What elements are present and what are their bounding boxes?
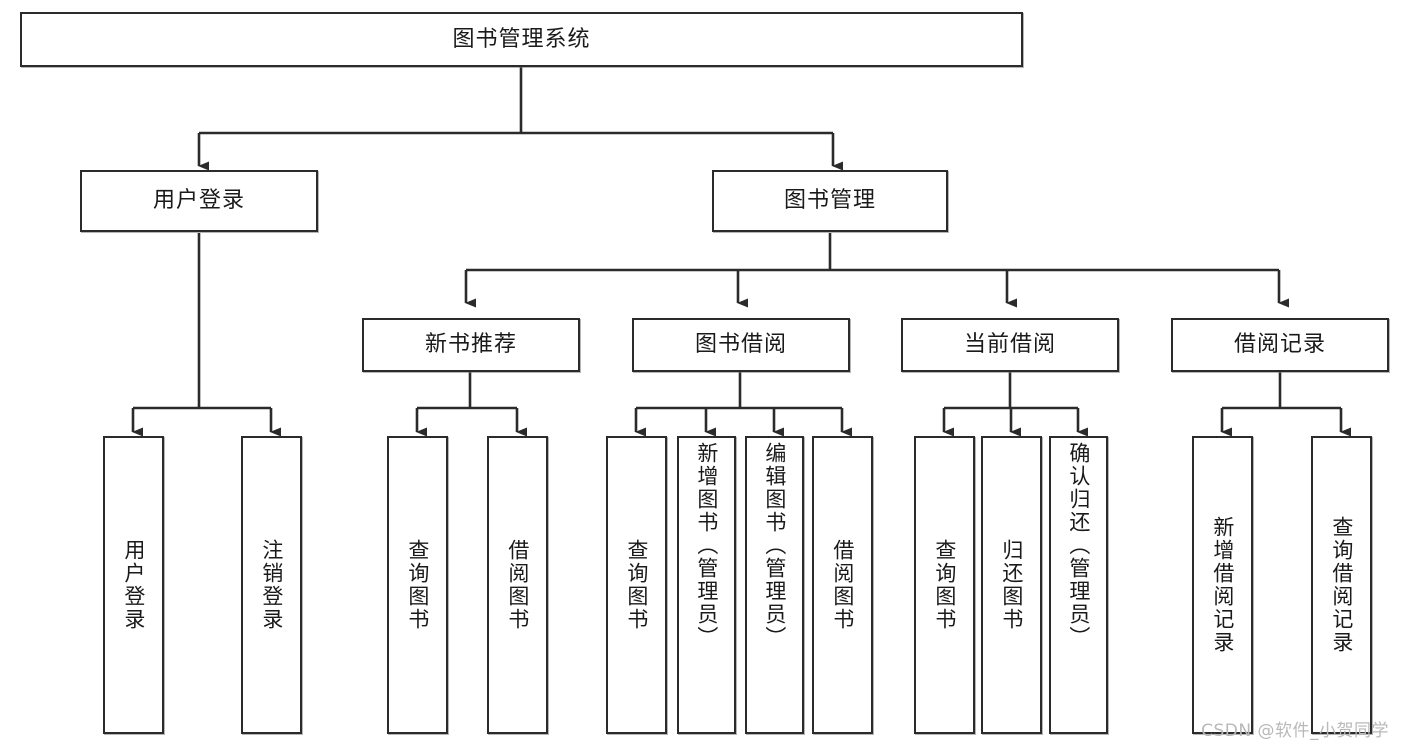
leaf-node-query-borrow-record[interactable]: 查询借阅记录 — [1311, 436, 1372, 734]
node-label: 图书管理 — [783, 188, 876, 213]
node-label: 用户登录 — [121, 539, 146, 631]
node-label: 查询借阅记录 — [1329, 516, 1354, 654]
node-label: 借阅图书 — [830, 539, 855, 631]
leaf-node-logout-login[interactable]: 注销登录 — [241, 436, 302, 734]
node-label: 用户登录 — [152, 188, 245, 213]
node-borrow-record[interactable]: 借阅记录 — [1171, 318, 1389, 372]
leaf-node-add-book-admin[interactable]: 新增图书（管理员） — [677, 436, 736, 734]
leaf-node-query-book-borrow[interactable]: 查询图书 — [606, 436, 667, 734]
node-label: 新书推荐 — [424, 332, 517, 357]
leaf-node-add-borrow-record[interactable]: 新增借阅记录 — [1192, 436, 1253, 734]
node-new-book-recommend[interactable]: 新书推荐 — [362, 318, 580, 372]
node-label: 借阅记录 — [1233, 332, 1326, 357]
node-label: 查询图书 — [624, 539, 649, 631]
leaf-node-edit-book-admin[interactable]: 编辑图书（管理员） — [745, 436, 804, 734]
node-root-book-management-system[interactable]: 图书管理系统 — [20, 12, 1023, 67]
node-label: 查询图书 — [932, 539, 957, 631]
node-label: 新增图书（管理员） — [694, 442, 719, 649]
node-book-borrow[interactable]: 图书借阅 — [632, 318, 850, 372]
node-label: 注销登录 — [259, 539, 284, 631]
node-label: 查询图书 — [405, 539, 430, 631]
node-label: 确认归还（管理员） — [1066, 442, 1091, 649]
leaf-node-query-book-recommend[interactable]: 查询图书 — [387, 436, 448, 734]
leaf-node-user-login[interactable]: 用户登录 — [103, 436, 164, 734]
leaf-node-query-book-current[interactable]: 查询图书 — [914, 436, 975, 734]
node-current-borrow[interactable]: 当前借阅 — [901, 318, 1119, 372]
node-book-manage[interactable]: 图书管理 — [712, 170, 948, 232]
leaf-node-borrow-book-recommend[interactable]: 借阅图书 — [487, 436, 548, 734]
node-label: 借阅图书 — [505, 539, 530, 631]
leaf-node-return-book[interactable]: 归还图书 — [981, 436, 1042, 734]
node-label: 新增借阅记录 — [1210, 516, 1235, 654]
node-user-login[interactable]: 用户登录 — [80, 170, 318, 232]
node-label: 图书管理系统 — [452, 26, 591, 52]
leaf-node-confirm-return-admin[interactable]: 确认归还（管理员） — [1049, 436, 1108, 734]
node-label: 图书借阅 — [694, 332, 787, 357]
node-label: 当前借阅 — [963, 332, 1056, 357]
leaf-node-borrow-book[interactable]: 借阅图书 — [812, 436, 873, 734]
node-label: 编辑图书（管理员） — [762, 442, 787, 649]
node-label: 归还图书 — [999, 539, 1024, 631]
